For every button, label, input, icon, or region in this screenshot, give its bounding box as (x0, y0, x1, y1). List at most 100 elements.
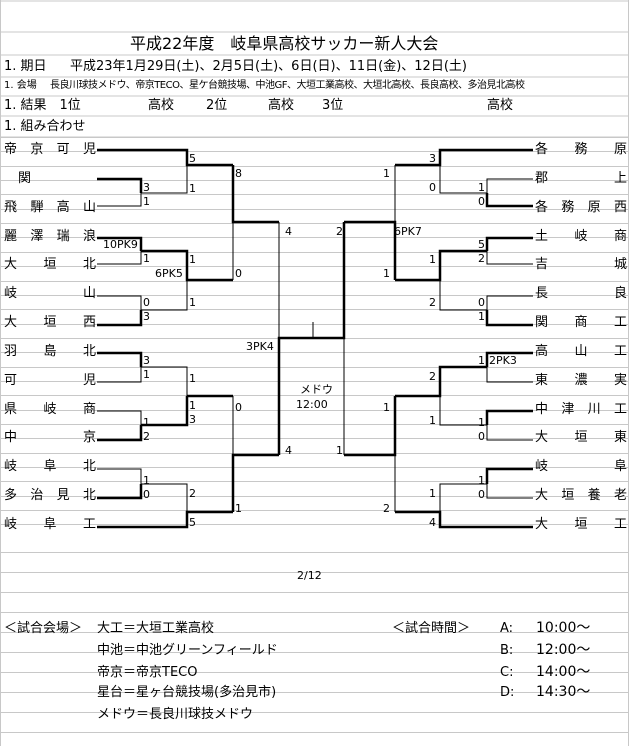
team-right-7: 関商工 (535, 315, 627, 330)
bracket-line (486, 410, 533, 441)
score-left: 1 (143, 195, 150, 208)
bracket-line (277, 336, 313, 455)
bracket-line (97, 236, 143, 251)
team-left-4: 麗澤瑞浪 (4, 229, 96, 244)
score-right: 1 (429, 253, 436, 266)
score-left: 0 (235, 401, 242, 414)
result-2-label: 2位 (206, 98, 228, 113)
bracket-line (344, 220, 397, 280)
venue-legend-item: 星台＝星ヶ台競技場(多治見市) (97, 685, 277, 700)
final-date: 2/12 (297, 569, 322, 582)
team-left-11: 中京 (4, 430, 96, 445)
score-right: 1 (429, 487, 436, 500)
score-right: 1 (478, 310, 485, 323)
bracket-line (141, 249, 233, 282)
bracket-line (486, 237, 533, 265)
result-1-suffix: 高校 (148, 98, 175, 113)
score-left: 5 (189, 516, 196, 529)
bracket-line (344, 396, 397, 457)
score-left: 1 (189, 372, 196, 385)
score-right: 0 (478, 195, 485, 208)
final-time: 12:00 (296, 398, 328, 411)
time-value: 10:00〜 (536, 620, 591, 636)
team-left-13: 多治見北 (4, 488, 96, 503)
venue-legend-item: 帝京＝帝京TECO (97, 665, 198, 680)
bracket-line (97, 177, 143, 193)
team-left-2: 関 (18, 171, 32, 186)
score-left: 1 (189, 399, 196, 412)
score-left: 0 (143, 488, 150, 501)
score-left: 8 (235, 167, 242, 180)
result-3-suffix: 高校 (487, 98, 514, 113)
team-right-8: 高山工 (535, 344, 627, 359)
bracket-line (486, 468, 533, 499)
score-left-pk: 10PK9 (103, 238, 138, 251)
score-right: 5 (478, 238, 485, 251)
team-left-8: 羽島北 (4, 344, 96, 359)
team-right-5: 吉城 (535, 257, 627, 272)
bracket-line (486, 178, 533, 207)
bracket-line (485, 193, 533, 208)
score-right: 0 (429, 181, 436, 194)
page-title: 平成22年度 岐阜県高校サッカー新人大会 (130, 34, 439, 53)
score-left: 2 (143, 430, 150, 443)
score-right: 1 (429, 414, 436, 427)
score-left: 3 (143, 354, 150, 367)
score-right: 0 (478, 430, 485, 443)
score-left: 4 (285, 225, 292, 238)
time-code: B: (500, 643, 514, 658)
score-right: 1 (383, 167, 390, 180)
team-right-11: 大垣東 (535, 430, 627, 445)
score-right: 0 (478, 488, 485, 501)
score-right: 3 (429, 152, 436, 165)
score-left: 3 (143, 310, 150, 323)
venue-legend-item: メドウ＝長良川球技メドウ (97, 707, 254, 722)
score-left-pk: 6PK5 (155, 267, 183, 280)
result-3-label: 3位 (322, 98, 344, 113)
time-legend-label: ＜試合時間＞ (392, 621, 471, 636)
team-left-14: 岐阜工 (4, 517, 96, 532)
bracket-line (97, 510, 233, 529)
score-right: 0 (478, 296, 485, 309)
score-left: 1 (143, 474, 150, 487)
score-right: 2 (383, 502, 390, 515)
score-left: 0 (143, 296, 150, 309)
score-left: 0 (235, 267, 242, 280)
time-code: D: (500, 685, 515, 700)
score-right: 2 (478, 252, 485, 265)
venue-label: 1. 会場 (4, 80, 37, 91)
score-left: 1 (189, 253, 196, 266)
score-left: 3 (189, 413, 196, 426)
result-2-suffix: 高校 (268, 98, 295, 113)
team-right-13: 大垣養老 (535, 488, 627, 503)
bracket-line (395, 510, 533, 529)
bracket-line (395, 249, 487, 282)
team-left-5: 大垣北 (4, 257, 96, 272)
time-code: A: (500, 621, 514, 636)
score-left: 3 (143, 181, 150, 194)
bracket-line (485, 236, 533, 251)
bracket-line (97, 310, 143, 327)
bracket-line (231, 165, 279, 224)
score-right: 1 (478, 474, 485, 487)
team-left-1: 帝京可児 (4, 142, 96, 157)
score-right-pk: 6PK7 (394, 225, 422, 238)
bracket-line (97, 148, 233, 167)
team-left-12: 岐阜北 (4, 459, 96, 474)
score-left: 1 (143, 368, 150, 381)
time-value: 12:00〜 (536, 642, 591, 658)
bracket-line (97, 425, 143, 442)
period-value: 平成23年1月29日(土)、2月5日(土)、6日(日)、11日(金)、12日(土… (70, 59, 467, 74)
final-venue: メドウ (300, 383, 333, 396)
team-left-3: 飛騨高山 (4, 200, 96, 215)
bracket-line (395, 148, 533, 167)
score-left: 1 (189, 296, 196, 309)
bracket-line (231, 453, 279, 512)
score-left: 1 (143, 416, 150, 429)
venue-legend-item: 大工＝大垣工業高校 (97, 621, 215, 636)
score-right: 1 (336, 444, 343, 457)
team-right-1: 各務原 (535, 142, 627, 157)
bracket-line (97, 468, 142, 499)
score-right-pk: 2PK3 (489, 354, 517, 367)
team-left-7: 大垣西 (4, 315, 96, 330)
